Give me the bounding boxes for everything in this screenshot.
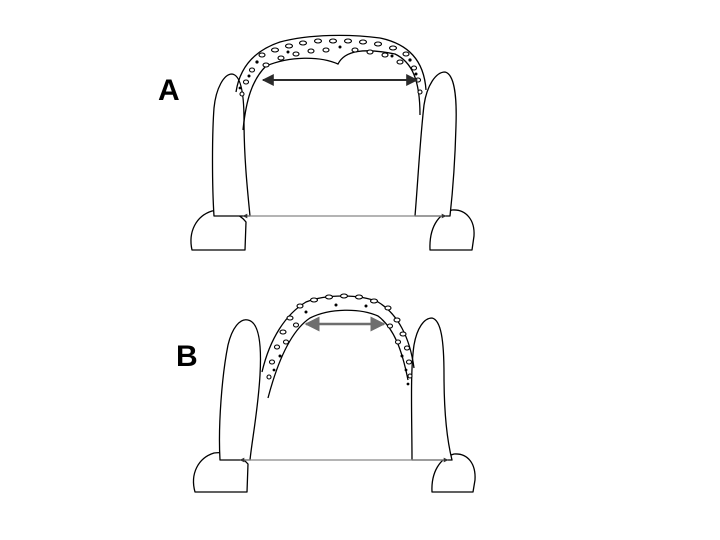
panel-a-left-molar bbox=[190, 209, 247, 251]
panel-b-right-canine bbox=[410, 317, 453, 461]
panel-b-left-canine bbox=[218, 319, 262, 461]
panel-b-right-molar bbox=[431, 453, 476, 493]
panel-a-palate-outline bbox=[242, 50, 421, 131]
panel-a-right-molar bbox=[429, 209, 475, 251]
panel-b-label: B bbox=[176, 340, 198, 373]
panel-a-palate-outer bbox=[235, 34, 427, 93]
panel-a: A bbox=[158, 34, 475, 251]
panel-b-palate-outer bbox=[261, 295, 415, 373]
panel-a-left-canine bbox=[211, 73, 251, 217]
panel-b-bone-dots bbox=[266, 293, 413, 386]
panel-a-label: A bbox=[158, 74, 180, 107]
panel-a-right-canine bbox=[414, 71, 457, 217]
panel-b: B bbox=[176, 293, 476, 493]
